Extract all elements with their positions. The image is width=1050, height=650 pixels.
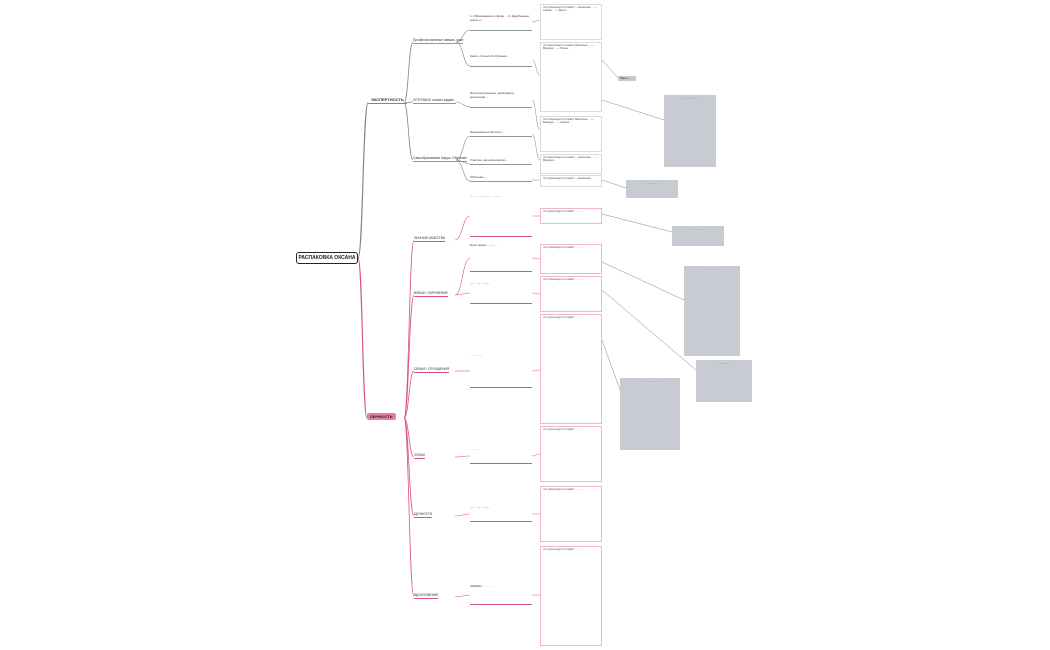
- note-personality-6[interactable]: Что происходит в голове? ... ... ...: [540, 486, 602, 542]
- sub-inspiration[interactable]: СЕМЬЯ / ... ... ...: [470, 585, 532, 605]
- sub-qualities-list[interactable]: — ... ... ... — ... ... — ...: [470, 195, 532, 237]
- link-pnote-3: [531, 369, 541, 372]
- branch-professional-skills[interactable]: Профессиональные навыки, опыт: [413, 38, 464, 44]
- note-expertise-3[interactable]: Что происходит в голове? Насколько ... —…: [540, 116, 602, 152]
- link-note-2: [531, 99, 541, 131]
- link-root-expertise: [357, 102, 369, 259]
- sub-environment[interactable]: — ... — ... — ...: [470, 282, 532, 304]
- note-expertise-1[interactable]: Что происходит в голове? — Несколько ...…: [540, 4, 602, 40]
- gray-note-5[interactable]: ... ... ... ... ...: [696, 360, 752, 402]
- leader-gray-4: [601, 261, 685, 301]
- root-node[interactable]: РАСПАКОВКА ОКСАНА: [296, 252, 358, 264]
- sub-training[interactable]: Обучение ...: [470, 176, 532, 182]
- gray-tag-1[interactable]: Пары / ... ...: [618, 76, 636, 81]
- link-psub-5: [454, 513, 471, 517]
- leader-gray-3: [601, 213, 673, 233]
- note-personality-1[interactable]: Что происходит в голове? ... ... ...: [540, 208, 602, 224]
- link-expertise-branch-0: [403, 41, 414, 104]
- link-note-1: [531, 59, 541, 76]
- link-sub-1: [455, 41, 471, 67]
- main-branch-personality[interactable]: ЛИЧНОСТЬ: [367, 413, 396, 420]
- sub-values[interactable]: — ... — ... — ...: [470, 506, 532, 522]
- note-personality-3[interactable]: Что происходит в голове? ... ... ...: [540, 276, 602, 312]
- link-personality-branch-2: [403, 370, 415, 419]
- link-personality-branch-5: [403, 417, 415, 598]
- link-root-personality: [357, 257, 368, 419]
- link-pnote-1: [531, 257, 541, 260]
- link-personality-branch-4: [403, 417, 415, 517]
- link-psub-2: [454, 292, 471, 296]
- link-personality-branch-1: [403, 294, 415, 419]
- sub-thinking[interactable]: Интеллектуальное, креативное ... мышлени…: [470, 92, 532, 108]
- branch-values[interactable]: ЦЕННОСТИ: [414, 512, 433, 518]
- note-personality-2[interactable]: Что происходит в голове? ... ... ...: [540, 244, 602, 274]
- sub-hobbies[interactable]: ... ... ...: [470, 448, 532, 464]
- branch-personal-qualities[interactable]: ЛИЧНЫЕ КАЧЕСТВА: [414, 236, 445, 242]
- link-note-3: [531, 133, 541, 161]
- note-personality-4[interactable]: Что происходит в голове? ... ... ...: [540, 314, 602, 424]
- leader-gray-2: [601, 179, 627, 189]
- sub-institute[interactable]: Насыщение в институт ...: [470, 131, 532, 137]
- link-psub-4: [454, 455, 471, 458]
- sub-if-needed[interactable]: Если нужно ... — ...: [470, 244, 532, 272]
- main-branch-expertise[interactable]: ЭКСПЕРТНОСТЬ: [368, 96, 407, 104]
- leader-gray-1: [601, 99, 665, 121]
- branch-self-education[interactable]: Самообразование Кируш. Обучение: [413, 156, 467, 162]
- note-personality-5[interactable]: Что происходит в голове? ... ... ...: [540, 426, 602, 482]
- sub-books[interactable]: Книги, статьи об обучении ...: [470, 55, 532, 67]
- link-sub-0: [455, 29, 471, 43]
- gray-note-3[interactable]: ... ... ... ... ...: [672, 226, 724, 246]
- sub-organizer[interactable]: Участие, как организатор ...: [470, 159, 532, 165]
- leader-gray-tag: [601, 59, 619, 79]
- gray-note-1[interactable]: ... ... ... ... ... ...: [664, 95, 716, 167]
- branch-hobbies[interactable]: ХОББИ: [414, 453, 425, 459]
- gray-note-6[interactable]: ... ... ... ... ... ...: [620, 378, 680, 450]
- sub-education[interactable]: 1. Образование в сфере ... 2. Зарубежные…: [470, 15, 532, 31]
- link-psub-1: [454, 257, 471, 296]
- link-sub-3: [455, 135, 471, 161]
- link-sub-2: [455, 101, 471, 108]
- note-expertise-2[interactable]: Что происходит в голове? Насколько ... —…: [540, 42, 602, 112]
- sub-family-details[interactable]: ... ... ... ...: [470, 354, 532, 388]
- link-pnote-4: [531, 453, 541, 457]
- link-sub-5: [455, 159, 471, 182]
- link-psub-0: [454, 215, 471, 241]
- note-expertise-5[interactable]: Что происходит в голове? — Насколько ...: [540, 175, 602, 187]
- link-note-0: [531, 19, 541, 23]
- link-pnote-2: [531, 292, 541, 295]
- gray-note-4[interactable]: ... ... ... ...: [684, 266, 740, 356]
- link-expertise-branch-2: [403, 102, 414, 161]
- note-personality-7[interactable]: Что происходит в голове? ... ... ...: [540, 546, 602, 646]
- branch-work-tasks[interactable]: ХОТЯ ВАСЕ сложно задает...: [413, 98, 457, 104]
- leader-gray-6: [601, 339, 621, 391]
- gray-note-2[interactable]: ... ... ... ...: [626, 180, 678, 198]
- link-expertise-branch-1: [403, 101, 414, 104]
- branch-inspiration[interactable]: ВДОХНОВЕНИЕ: [414, 593, 439, 599]
- link-psub-6: [454, 594, 471, 598]
- branch-surroundings[interactable]: ВНЕШН. ОКРУЖЕНИЕ: [414, 291, 448, 297]
- note-expertise-4[interactable]: Что происходит в голове? — Насколько ...…: [540, 154, 602, 174]
- leader-gray-5: [601, 289, 697, 371]
- branch-family[interactable]: СЕМЬЯ / ОТНОШЕНИЯ: [414, 367, 450, 373]
